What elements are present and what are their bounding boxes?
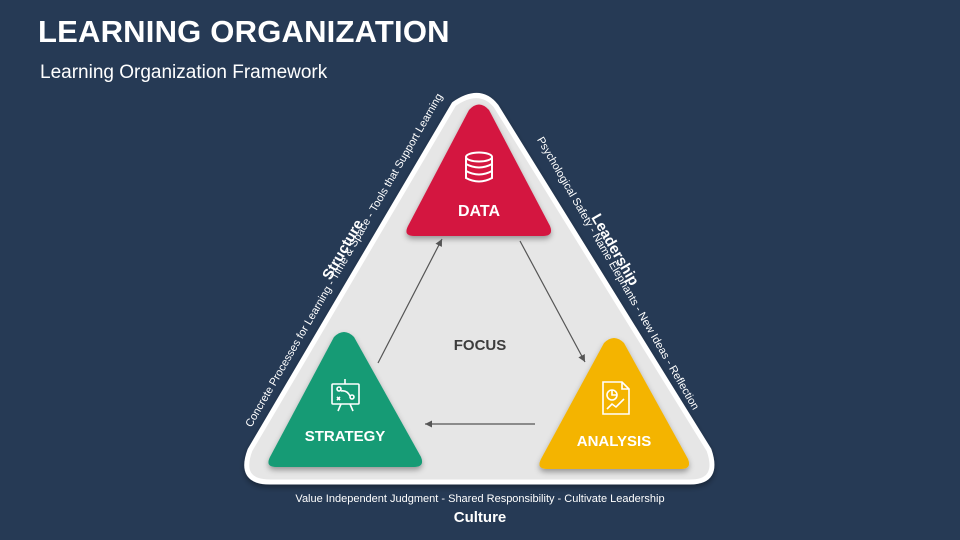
culture-title: Culture [454,509,507,526]
arrow-strategy-to-data [377,238,443,364]
analysis-triangle [539,338,690,469]
database-icon [465,151,493,183]
data-label: DATA [458,203,501,220]
analysis-node: ANALYSIS [539,338,690,469]
culture-description: Value Independent Judgment - Shared Resp… [295,493,664,505]
strategy-label: STRATEGY [305,428,386,445]
data-triangle [406,104,552,236]
report-chart-icon [602,381,630,415]
page-subtitle: Learning Organization Framework [40,62,328,83]
arrow-data-to-analysis [519,240,586,363]
analysis-label: ANALYSIS [577,433,651,450]
data-node: DATA [406,104,552,236]
strategy-node: STRATEGY [268,332,423,467]
page-title: LEARNING ORGANIZATION [38,14,450,49]
strategy-board-icon [331,379,360,412]
strategy-triangle [268,332,423,467]
focus-label: FOCUS [454,337,507,354]
